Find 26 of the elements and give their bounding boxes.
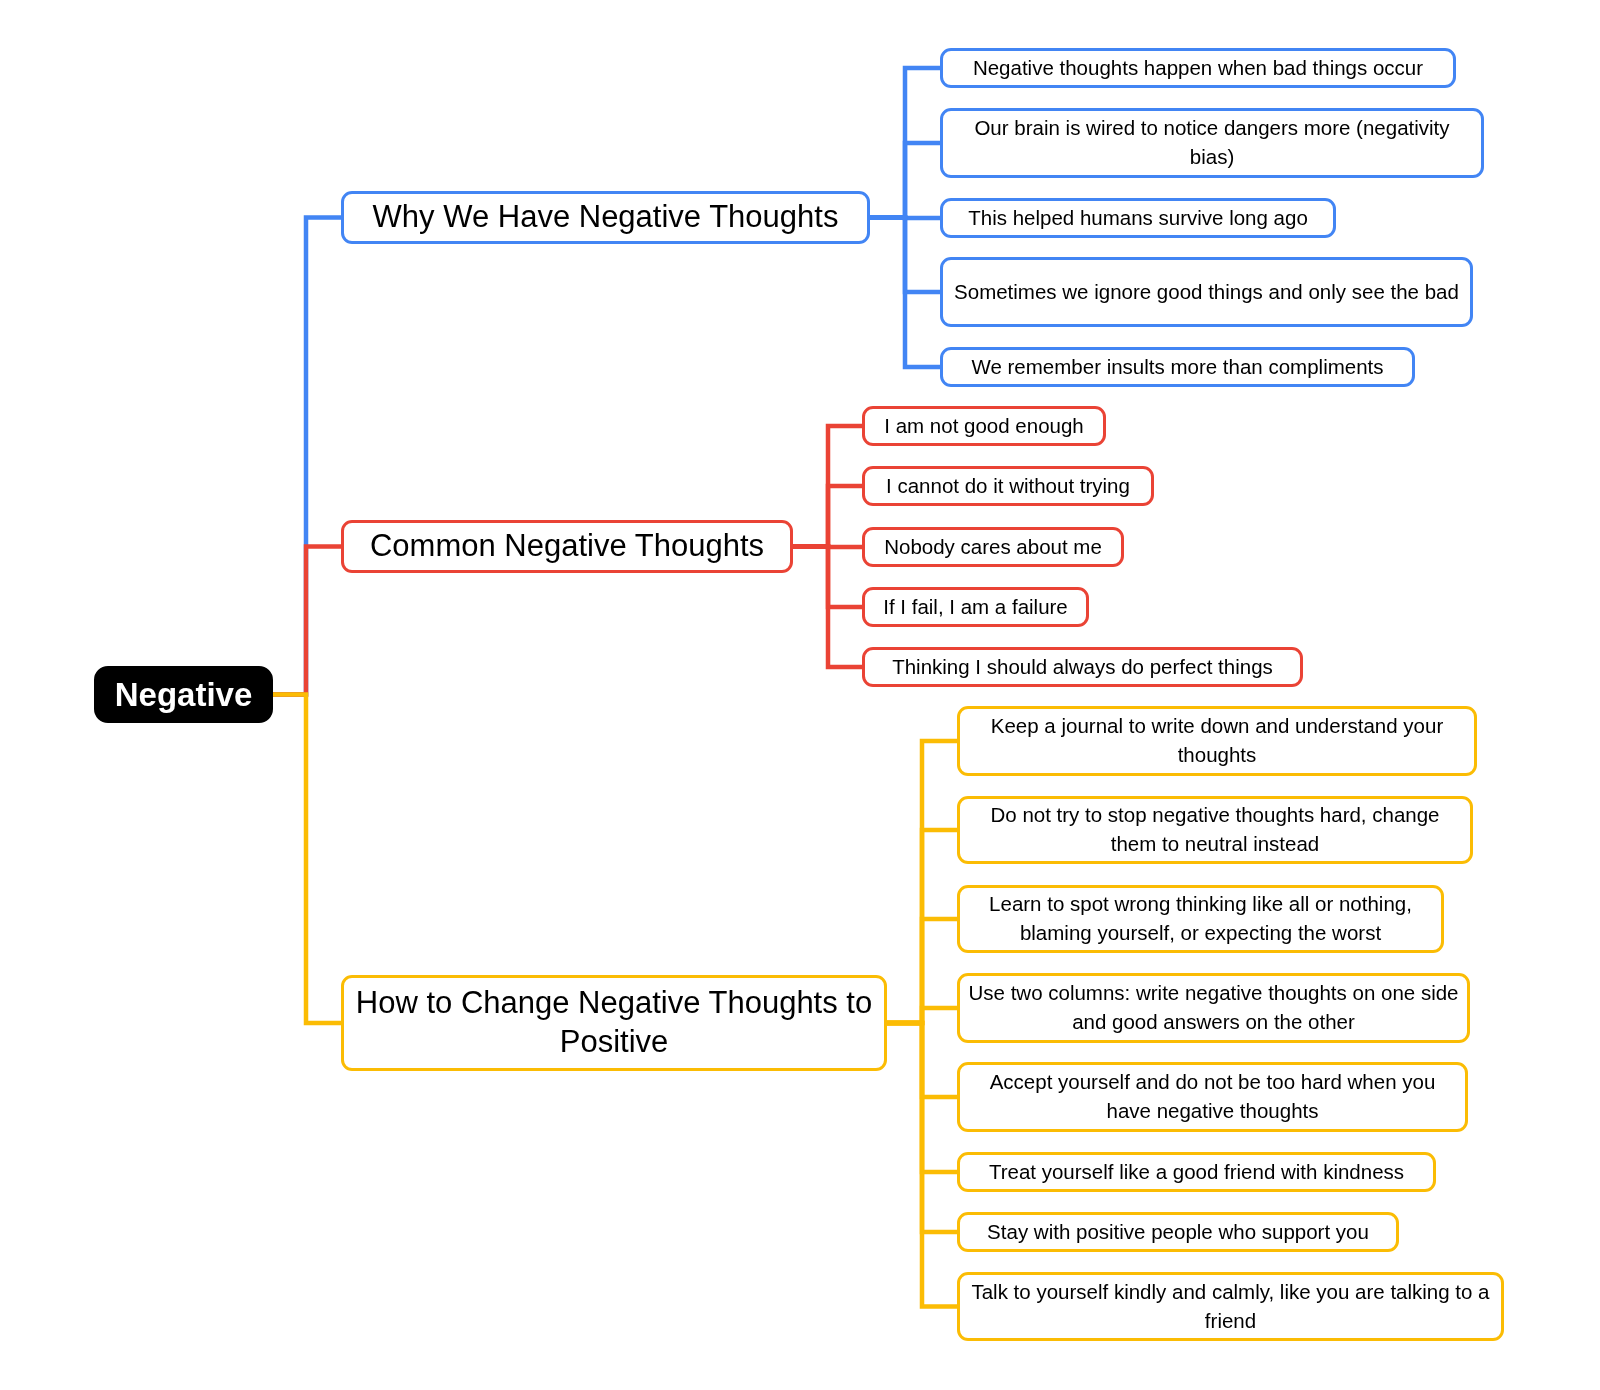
leaf-topic: I cannot do it without trying xyxy=(862,466,1154,506)
leaf-topic: We remember insults more than compliments xyxy=(940,347,1415,387)
leaf-topic: I am not good enough xyxy=(862,406,1106,446)
branch-topic: Common Negative Thoughts xyxy=(341,520,793,573)
leaf-topic: Negative thoughts happen when bad things occur xyxy=(940,48,1456,88)
leaf-topic: Accept yourself and do not be too hard when you have negative thoughts xyxy=(957,1062,1468,1132)
root-topic: Negative xyxy=(94,666,273,723)
connector-line xyxy=(887,1020,957,1309)
leaf-topic: Stay with positive people who support you xyxy=(957,1212,1399,1252)
leaf-topic: Learn to spot wrong thinking like all or nothing, blaming yourself, or expecting the worst xyxy=(957,885,1444,953)
leaf-topic: Talk to yourself kindly and calmly, like you are talking to a friend xyxy=(957,1272,1504,1341)
leaf-topic: Keep a journal to write down and understand your thoughts xyxy=(957,706,1477,776)
leaf-topic: Our brain is wired to notice dangers more (negativity bias) xyxy=(940,108,1484,178)
leaf-topic: If I fail, I am a failure xyxy=(862,587,1089,627)
leaf-topic: Do not try to stop negative thoughts hard, change them to neutral instead xyxy=(957,796,1473,864)
branch-topic: How to Change Negative Thoughts to Positive xyxy=(341,975,887,1071)
connector-line xyxy=(273,692,341,1026)
branch-topic: Why We Have Negative Thoughts xyxy=(341,191,870,244)
leaf-topic: Sometimes we ignore good things and only see the bad xyxy=(940,257,1473,327)
leaf-topic: Use two columns: write negative thoughts on one side and good answers on the other xyxy=(957,973,1470,1043)
connector-line xyxy=(870,215,940,370)
connector-line xyxy=(793,544,862,670)
leaf-topic: Thinking I should always do perfect things xyxy=(862,647,1303,687)
leaf-topic: This helped humans survive long ago xyxy=(940,198,1336,238)
leaf-topic: Nobody cares about me xyxy=(862,527,1124,567)
leaf-topic: Treat yourself like a good friend with kindness xyxy=(957,1152,1436,1192)
